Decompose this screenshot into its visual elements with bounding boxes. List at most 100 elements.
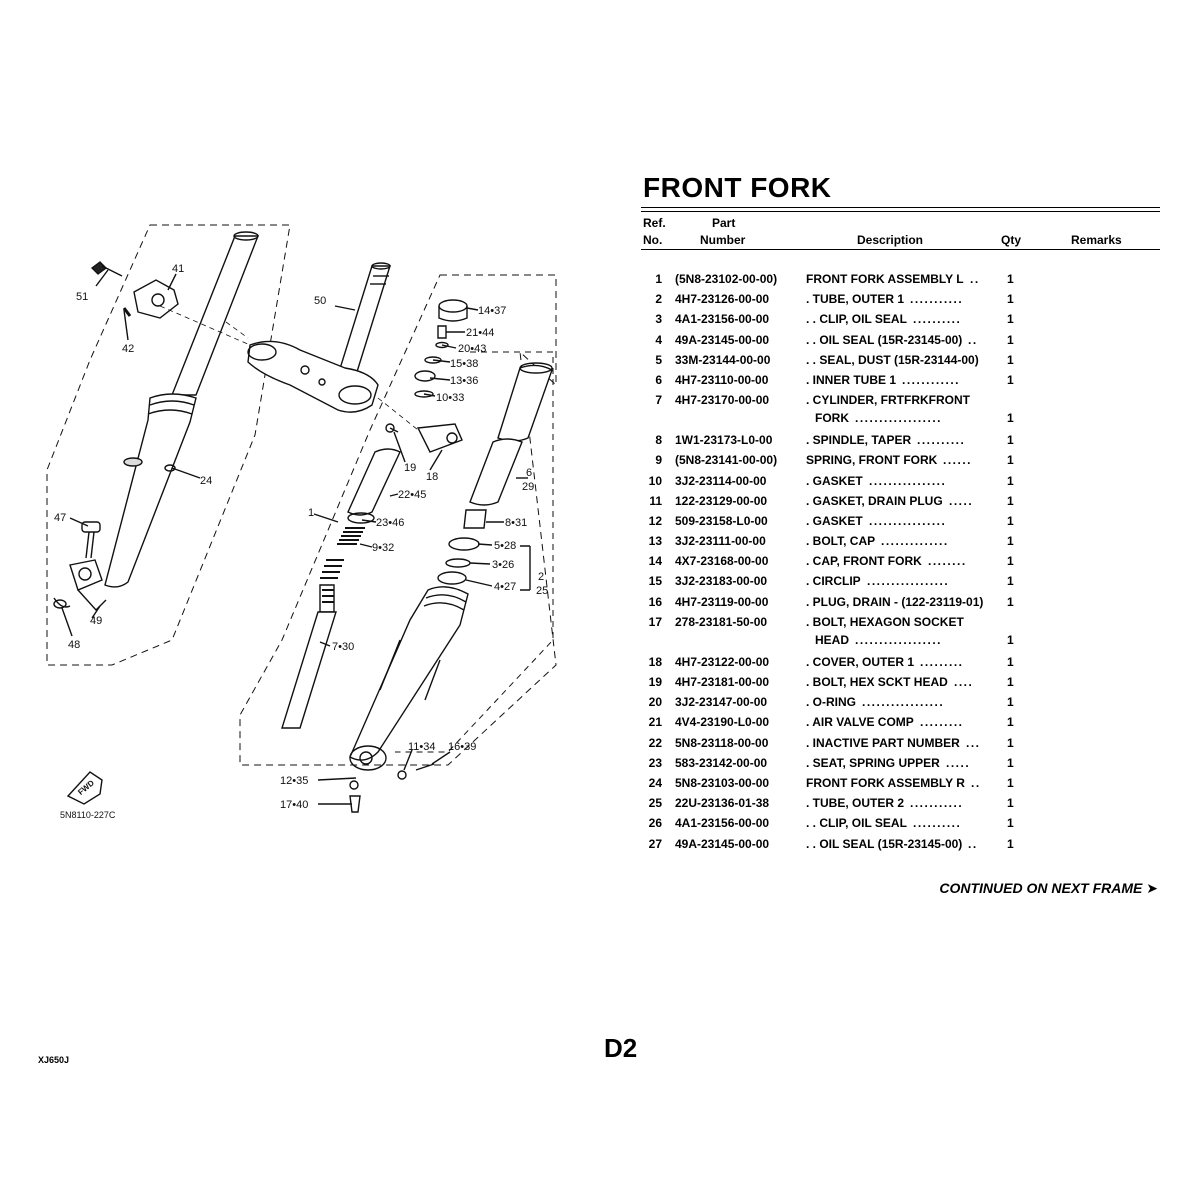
part-number: 3J2-23147-00-00 <box>675 695 768 710</box>
part-description: . TUBE, OUTER 2 <box>806 796 905 811</box>
quantity: 1 <box>1007 836 1014 851</box>
ref-number: 7 <box>655 393 662 408</box>
ref-number: 25 <box>648 796 662 811</box>
leader-dots: .. <box>968 332 978 347</box>
part-description: . . CLIP, OIL SEAL <box>806 312 907 327</box>
part-number: 4V4-23190-L0-00 <box>675 715 770 730</box>
ref-number: 20 <box>648 695 662 710</box>
label-3-26: 3•26 <box>492 559 514 571</box>
part-description: . COVER, OUTER 1 <box>806 654 915 669</box>
quantity: 1 <box>1007 433 1014 448</box>
part-number: 4H7-23181-00-00 <box>675 675 770 689</box>
quantity: 1 <box>1007 594 1014 609</box>
exploded-parts-diagram: 51 41 42 50 24 47 49 48 14•37 21•44 20•4… <box>46 224 557 820</box>
part-number: 4A1-23156-00-00 <box>675 816 770 831</box>
header-remarks: Remarks <box>1071 233 1122 247</box>
ref-number: 27 <box>648 836 662 851</box>
part-description: . O-RING <box>806 695 856 710</box>
quantity: 1 <box>1007 372 1014 387</box>
ref-number: 17 <box>648 614 662 629</box>
quantity: 1 <box>1007 411 1014 426</box>
leader-dots: .. <box>968 836 978 851</box>
label-17-40: 17•40 <box>280 799 308 811</box>
page-number: D2 <box>604 1033 638 1063</box>
label-10-33: 10•33 <box>436 392 464 404</box>
ref-number: 21 <box>648 715 662 730</box>
title-rule <box>641 207 1160 208</box>
header-number: Number <box>700 233 746 247</box>
quantity: 1 <box>1007 493 1014 508</box>
part-number: 122-23129-00-00 <box>675 493 768 508</box>
part-number: 4H7-23126-00-00 <box>675 292 770 307</box>
quantity: 1 <box>1007 534 1014 549</box>
label-22-45: 22•45 <box>398 489 426 501</box>
label-11-34: 11•34 <box>408 741 436 753</box>
part-description: . AIR VALVE COMP <box>806 715 914 730</box>
part-number: 1W1-23173-L0-00 <box>675 433 773 448</box>
model-code: XJ650J <box>38 1055 70 1065</box>
part-number: 4H7-23110-00-00 <box>675 372 769 387</box>
diagram-labels: 51 41 42 50 24 47 49 48 14•37 21•44 20•4… <box>54 263 548 820</box>
part-number: 583-23142-00-00 <box>675 755 768 770</box>
part-description: . BOLT, HEXAGON SOCKET <box>806 614 964 629</box>
header-qty: Qty <box>1001 233 1022 247</box>
label-7-30: 7•30 <box>332 641 354 653</box>
ref-number: 26 <box>648 816 662 831</box>
leader-dots: ... <box>966 735 981 750</box>
label-21-44: 21•44 <box>466 327 494 339</box>
part-number: 49A-23145-00-00 <box>675 836 770 851</box>
leader-dots: ..... <box>949 493 974 508</box>
part-description-cont: FORK <box>815 411 849 426</box>
label-47: 47 <box>54 512 66 524</box>
quantity: 1 <box>1007 554 1014 569</box>
quantity: 1 <box>1007 796 1014 811</box>
leader-dots: .............. <box>881 534 949 549</box>
ref-number: 6 <box>655 372 662 387</box>
header-part: Part <box>712 216 736 230</box>
part-number: 33M-23144-00-00 <box>675 352 771 367</box>
quantity: 1 <box>1007 574 1014 589</box>
header-no: No. <box>643 233 663 247</box>
label-6: 6 <box>526 467 532 479</box>
ref-number: 5 <box>655 352 662 367</box>
ref-number: 14 <box>648 554 662 569</box>
title-rule-2 <box>641 211 1160 212</box>
part-description: . CIRCLIP <box>806 574 861 589</box>
part-number: 3J2-23183-00-00 <box>675 574 768 589</box>
ref-number: 1 <box>655 272 662 286</box>
quantity: 1 <box>1007 715 1014 730</box>
header-rule <box>641 249 1160 250</box>
leader-dots: .... <box>954 675 974 689</box>
quantity: 1 <box>1007 695 1014 710</box>
part-description: FRONT FORK ASSEMBLY L <box>806 272 964 286</box>
ref-number: 13 <box>648 534 662 549</box>
quantity: 1 <box>1007 735 1014 750</box>
part-number: 4X7-23168-00-00 <box>675 554 769 569</box>
part-description-cont: HEAD <box>815 632 850 647</box>
label-2: 2 <box>538 571 544 583</box>
ref-number: 18 <box>648 654 662 669</box>
part-number: 49A-23145-00-00 <box>675 332 770 347</box>
leader-dots: ........... <box>910 796 964 811</box>
part-description: . CYLINDER, FRTFRKFRONT <box>806 393 970 408</box>
label-25: 25 <box>536 585 548 597</box>
part-number: 5N8-23103-00-00 <box>675 775 770 790</box>
label-8-31: 8•31 <box>505 517 527 529</box>
label-12-35: 12•35 <box>280 775 308 787</box>
label-1: 1 <box>308 507 314 519</box>
label-50: 50 <box>314 295 326 307</box>
part-number: 3J2-23111-00-00 <box>675 534 766 549</box>
leader-dots: ........... <box>910 292 964 307</box>
leader-dots: .................. <box>855 411 943 426</box>
quantity: 1 <box>1007 675 1014 689</box>
